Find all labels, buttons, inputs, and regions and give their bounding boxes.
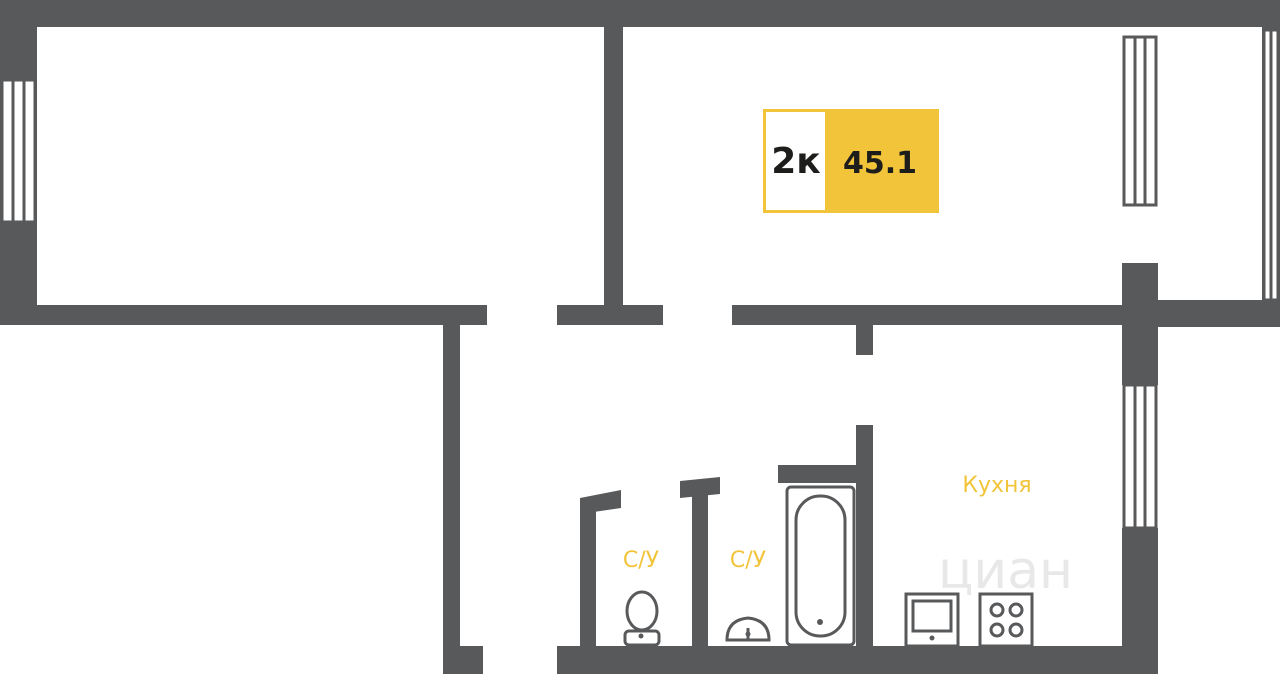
- kitchen-sink-icon: [904, 592, 960, 648]
- wall-wc1-left: [580, 498, 596, 674]
- badge-rooms-box: [766, 112, 825, 210]
- room-label-bathroom-1: С/У: [623, 548, 660, 573]
- sink-icon: [725, 616, 771, 642]
- wall-stub-kitchen: [856, 325, 873, 355]
- wall-wc2-left: [692, 488, 708, 674]
- badge-area: 45.1: [843, 146, 917, 181]
- room-label-bathroom-2: С/У: [730, 548, 767, 573]
- toilet-icon: [623, 590, 661, 647]
- stove-icon: [978, 592, 1034, 648]
- wall-top: [0, 0, 1280, 27]
- wall-hall-left: [443, 318, 460, 674]
- fixtures: [623, 485, 1034, 648]
- wall-right-upper-stub: [1122, 263, 1158, 325]
- room-label-kitchen: Кухня: [962, 473, 1031, 498]
- wall-balcony-bottom: [1158, 300, 1280, 327]
- wall-partition-kitchen: [856, 425, 873, 674]
- bathtub-icon: [785, 485, 856, 647]
- wall-bottom: [557, 646, 1158, 674]
- window-left: [0, 78, 37, 224]
- wall-wc1-top: [580, 490, 621, 514]
- wall-bath-top: [778, 465, 873, 483]
- badge-rooms: 2к: [771, 141, 820, 182]
- watermark-text: циан: [938, 541, 1073, 601]
- wall-segment-mid-2: [732, 305, 1128, 325]
- wall-wc2-top: [680, 477, 720, 498]
- window-right-upper: [1122, 35, 1158, 207]
- window-balcony: [1262, 28, 1280, 302]
- window-kitchen: [1122, 383, 1158, 530]
- wall-left-room-bottom: [0, 305, 487, 325]
- watermark: циан: [938, 541, 1073, 601]
- wall-segment-mid-1: [557, 305, 663, 325]
- area-badge: 2к 45.1: [763, 109, 939, 213]
- wall-hall-foot: [443, 646, 483, 674]
- wall-partition-top: [604, 27, 623, 325]
- windows: [0, 28, 1280, 530]
- wall-right-kitchen-top: [1122, 325, 1158, 385]
